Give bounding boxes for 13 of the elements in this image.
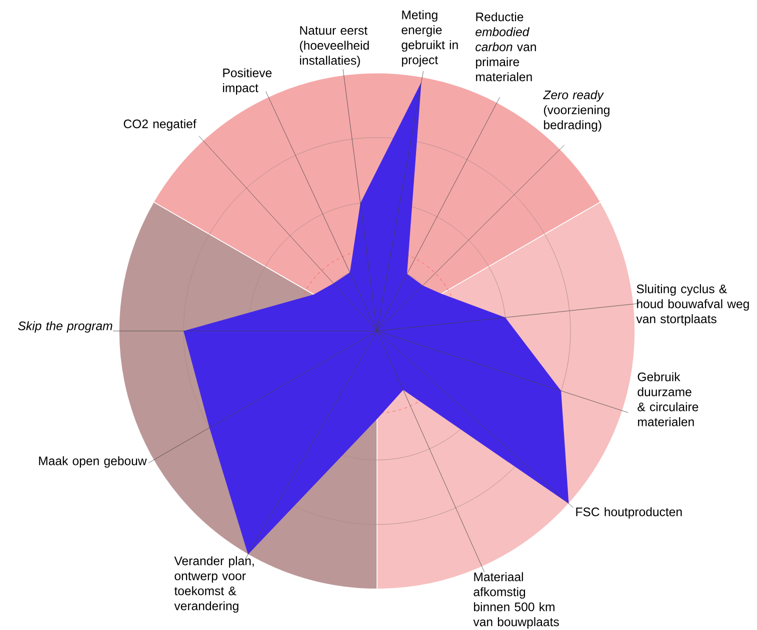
category-label: Reductie embodied carbon van primaire materialen (476, 12, 536, 82)
category-label: Sluiting cyclus & houd bouwafval weg van stortplaats (636, 284, 749, 326)
category-label: Positieve impact (223, 68, 272, 95)
category-label: Gebruik duurzame & circulaire materialen (638, 372, 698, 426)
category-label: Zero ready (voorziening bedrading) (542, 90, 610, 132)
category-label: Natuur eerst (hoeveelheid installaties) (300, 26, 369, 68)
category-label: Skip the program (18, 321, 112, 333)
category-label: Verander plan, ontwerp voor toekomst & verandering (174, 556, 254, 613)
category-label: Materiaal afkomstig binnen 500 km van bouwplaats (473, 572, 559, 629)
category-label: CO2 negatief (124, 119, 196, 131)
category-label: FSC houtproducten (576, 507, 682, 519)
category-label: Meting energie gebruikt in project (402, 10, 458, 67)
category-label: Maak open gebouw (39, 456, 147, 468)
